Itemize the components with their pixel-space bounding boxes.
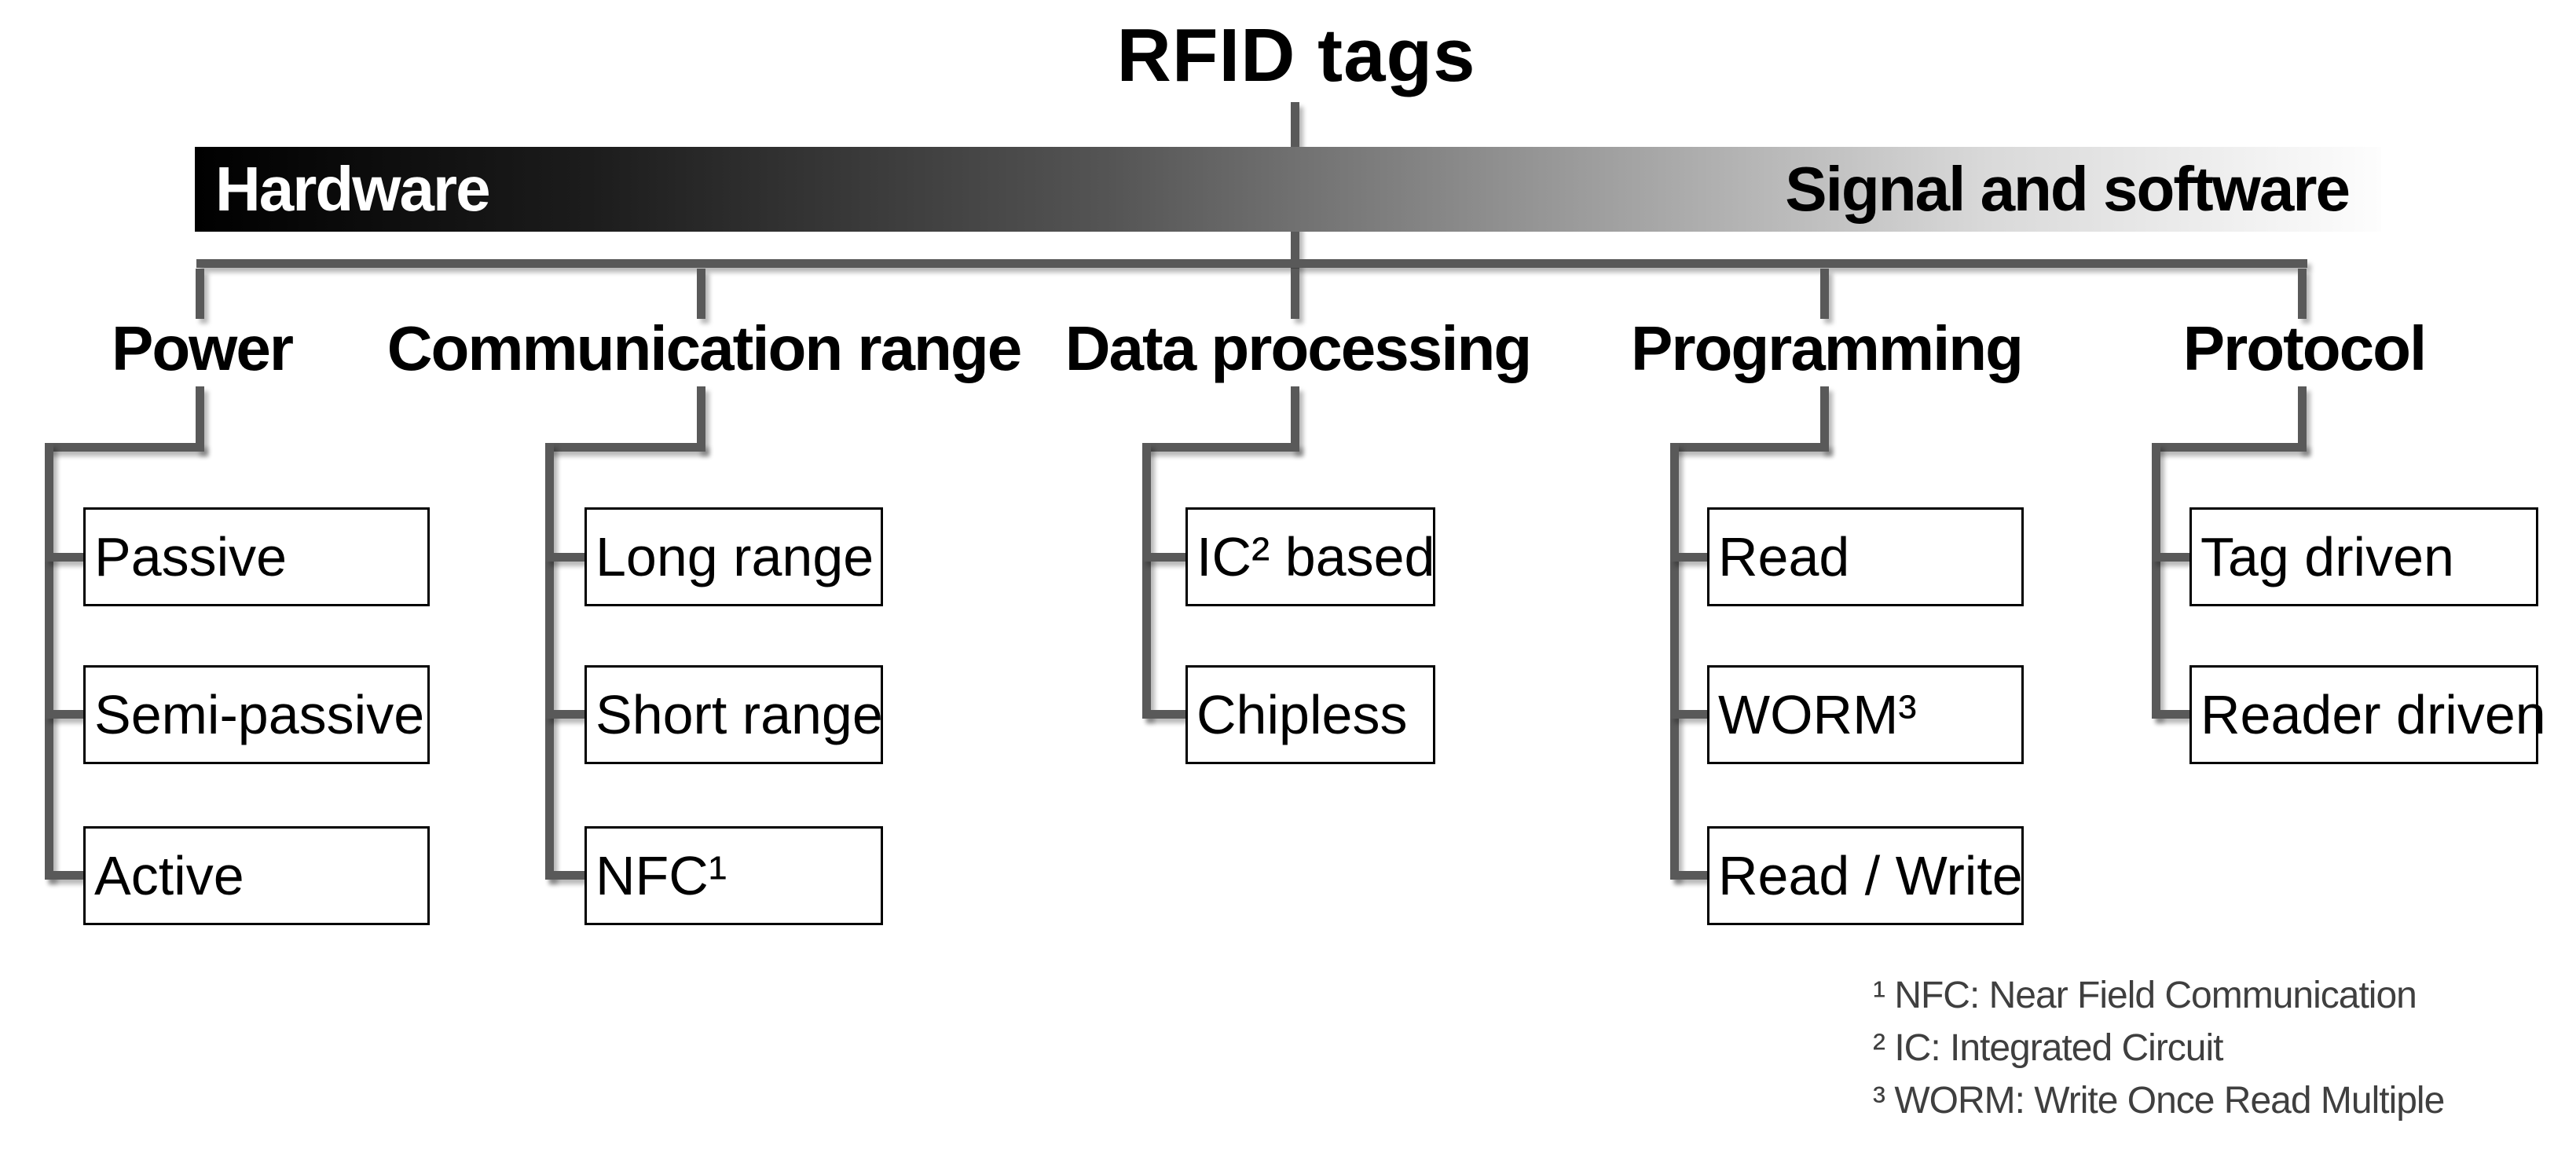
connector-drop-power-bottom [196,386,204,452]
node-chipless: Chipless [1185,665,1435,764]
node-worm: WORM³ [1707,665,2024,764]
node-nfc-label: NFC¹ [595,845,727,906]
banner-label-signal-software: Signal and software [1785,154,2351,224]
connector-spine-programming [1670,443,1679,880]
connector-stub-tag-driven [2152,553,2189,562]
connector-spine-protocol [2152,443,2160,719]
connector-drop-data-top [1291,269,1299,319]
node-tag-driven: Tag driven [2189,507,2538,606]
node-long-range-label: Long range [595,526,874,587]
connector-spine-data [1142,443,1151,719]
column-header-programming: Programming [1630,313,2024,383]
node-semi-passive-label: Semi-passive [94,684,425,745]
connector-stub-semi-passive [45,710,83,719]
column-header-data-processing: Data processing [1064,313,1532,383]
connector-stub-worm [1670,710,1707,719]
hardware-software-gradient-bar: Hardware Signal and software [195,147,2381,232]
node-chipless-label: Chipless [1196,684,1408,745]
column-header-communication-range: Communication range [387,313,1023,383]
node-passive-label: Passive [94,526,288,587]
connector-stub-passive [45,553,83,562]
column-header-protocol: Protocol [2182,313,2427,383]
connector-stub-active [45,871,83,880]
banner-label-hardware: Hardware [215,154,491,224]
connector-drop-protocol-bottom [2298,386,2307,452]
footnote-worm: ³ WORM: Write Once Read Multiple [1873,1080,2445,1122]
connector-drop-protocol-top [2298,269,2307,319]
connector-drop-comm-top [697,269,705,319]
node-read-write-label: Read / Write [1718,845,2023,906]
connector-drop-comm-bottom [697,386,705,452]
connector-drop-data-bottom [1291,386,1299,452]
connector-stub-chipless [1142,710,1185,719]
connector-elbow-comm [545,443,705,452]
node-ic-based: IC² based [1185,507,1435,606]
node-reader-driven: Reader driven [2189,665,2546,764]
connector-main-horizontal [196,259,2307,268]
connector-spine-power [45,443,53,880]
node-active-label: Active [94,845,244,906]
connector-spine-comm [545,443,554,880]
connector-stub-reader-driven [2152,710,2189,719]
node-short-range-label: Short range [595,684,883,745]
node-short-range: Short range [584,665,883,764]
connector-elbow-data [1142,443,1299,452]
node-read-write: Read / Write [1707,826,2024,925]
connector-elbow-power [45,443,204,452]
node-worm-label: WORM³ [1718,684,1917,745]
column-header-power: Power [111,313,294,383]
node-nfc: NFC¹ [584,826,883,925]
node-semi-passive: Semi-passive [83,665,430,764]
footnotes-block: ¹ NFC: Near Field Communication ² IC: In… [1873,969,2445,1127]
node-ic-based-label: IC² based [1196,526,1435,587]
node-active: Active [83,826,430,925]
node-read: Read [1707,507,2024,606]
node-read-label: Read [1718,526,1850,587]
connector-stub-nfc [545,871,584,880]
connector-stub-short-range [545,710,584,719]
node-passive: Passive [83,507,430,606]
connector-stub-read [1670,553,1707,562]
node-tag-driven-label: Tag driven [2200,526,2454,587]
node-reader-driven-label: Reader driven [2200,684,2546,745]
connector-stub-ic-based [1142,553,1185,562]
footnote-ic: ² IC: Integrated Circuit [1873,1027,2224,1069]
connector-drop-programming-top [1820,269,1829,319]
connector-drop-power-top [196,269,204,319]
footnote-nfc: ¹ NFC: Near Field Communication [1873,975,2417,1016]
connector-elbow-protocol [2152,443,2307,452]
diagram-title: RFID tags [1116,13,1476,97]
connector-stub-read-write [1670,871,1707,880]
connector-stub-long-range [545,553,584,562]
connector-elbow-programming [1670,443,1829,452]
connector-drop-programming-bottom [1820,386,1829,452]
node-long-range: Long range [584,507,883,606]
